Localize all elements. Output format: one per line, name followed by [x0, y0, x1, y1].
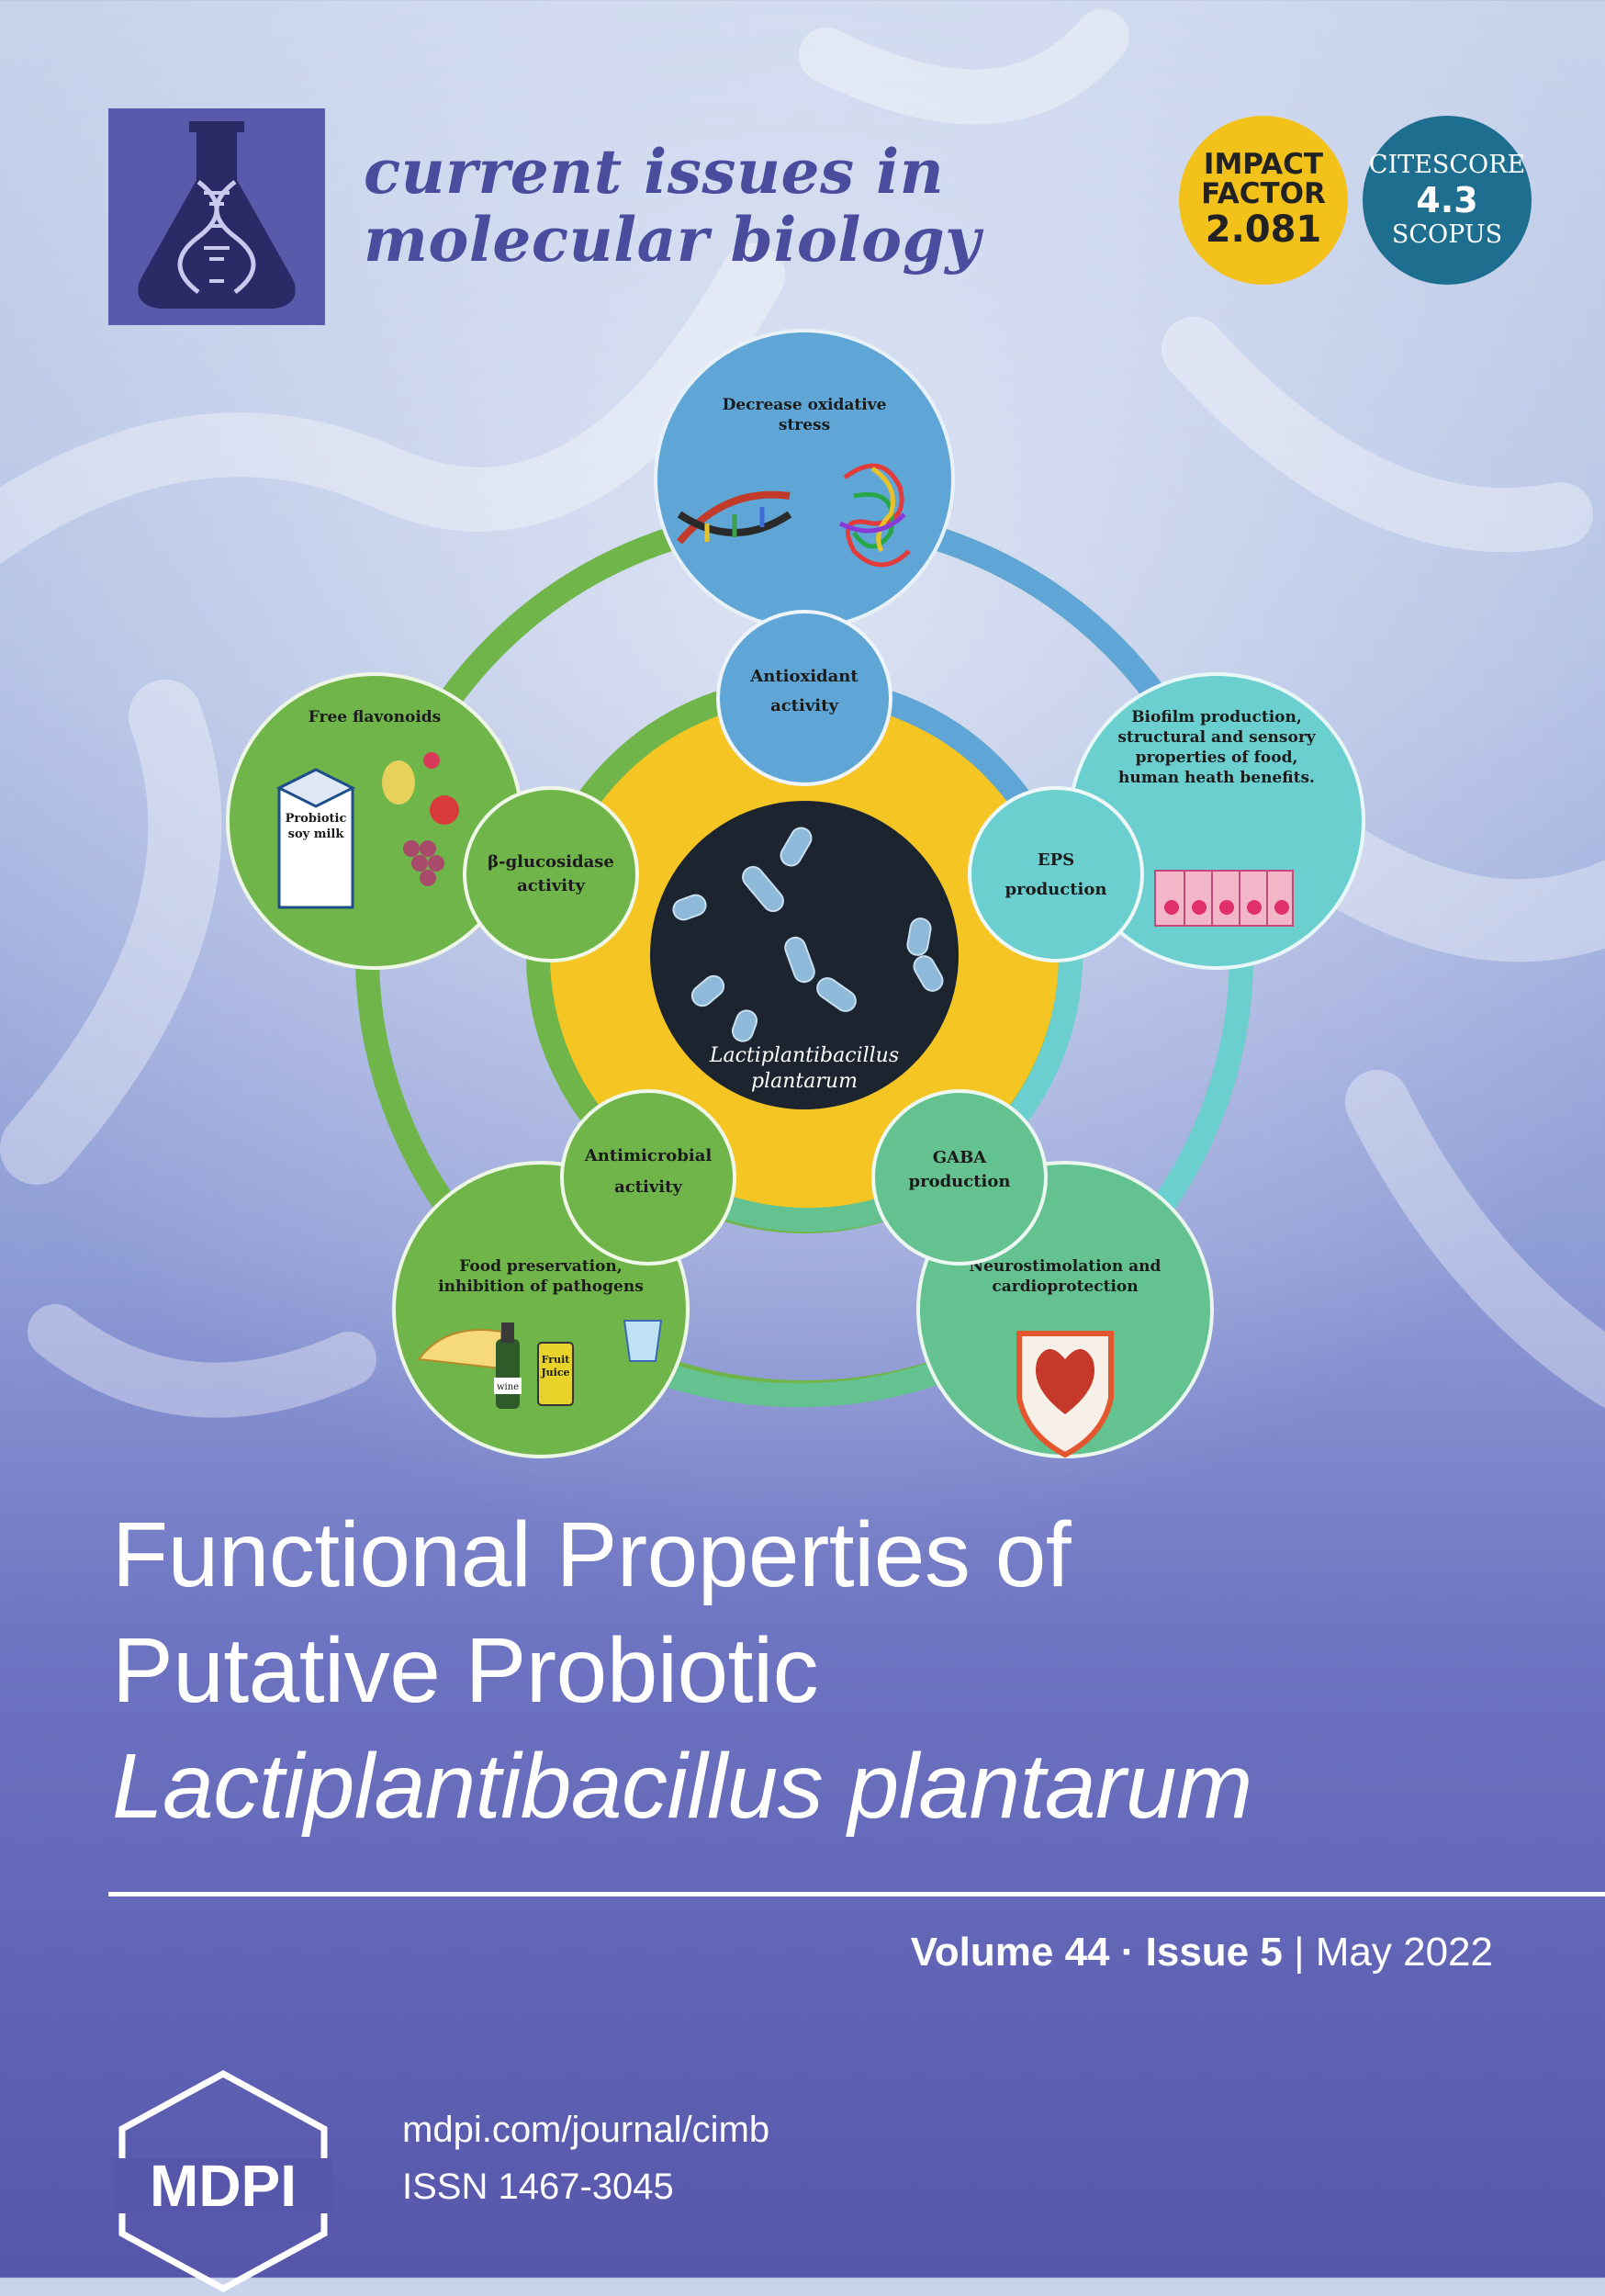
tangled-protein-icon — [838, 463, 911, 568]
wine-label: wine — [497, 1382, 519, 1392]
inner-circle-antioxidant — [716, 610, 892, 786]
center-label-1: Lactiplantibacillus — [709, 1044, 899, 1067]
juice-label-2: Juice — [540, 1367, 569, 1379]
mdpi-logo: MDPI — [114, 2070, 332, 2292]
journal-logo — [108, 108, 325, 325]
inner-circle-gaba — [871, 1089, 1048, 1266]
issn: ISSN 1467-3045 — [402, 2167, 674, 2207]
impact-factor-label-2: FACTOR — [1201, 177, 1326, 210]
juice-label-1: Fruit — [542, 1354, 571, 1366]
citescore-value: 4.3 — [1416, 180, 1478, 220]
soy-milk-carton-icon: Probiotic soy milk — [275, 768, 356, 909]
inner-circle-eps — [968, 786, 1144, 962]
outer-circle-oxidative — [654, 329, 955, 630]
flask-dna-icon — [138, 121, 296, 309]
inner-circle-antimicrobial — [560, 1089, 736, 1266]
inner-text-eps-2: production — [1005, 880, 1107, 899]
scopus-label: SCOPUS — [1391, 220, 1503, 249]
center-label-2: plantarum — [751, 1070, 858, 1093]
cover-diagram: Lactiplantibacillus plantarum Decrease o… — [226, 329, 1365, 1458]
journal-name-line2: molecular biology — [364, 204, 982, 276]
outer-text-flavonoids: Free flavonoids — [309, 708, 441, 726]
issue-pipe: | — [1294, 1930, 1305, 1975]
inner-text-antimicrobial-1: Antimicrobial — [584, 1146, 713, 1165]
outer-text-biofilm-3: properties of food, — [1136, 748, 1298, 767]
inner-text-antioxidant-2: activity — [770, 696, 838, 715]
carton-label-1: Probiotic — [286, 812, 347, 826]
mdpi-logo-text: MDPI — [150, 2153, 297, 2219]
divider-line — [108, 1892, 1605, 1896]
title-line2: Putative Probiotic — [112, 1619, 819, 1722]
inner-text-antimicrobial-2: activity — [614, 1177, 682, 1197]
title-line1: Functional Properties of — [112, 1503, 1072, 1606]
outer-text-neuro-2: cardioprotection — [992, 1277, 1138, 1296]
publisher-info: mdpi.com/journal/cimb ISSN 1467-3045 — [402, 2101, 769, 2215]
issue-label: Issue 5 — [1145, 1930, 1283, 1975]
outer-text-food-2: inhibition of pathogens — [438, 1277, 644, 1296]
journal-url[interactable]: mdpi.com/journal/cimb — [402, 2110, 770, 2150]
inner-text-glucosidase-1: β-glucosidase — [488, 852, 614, 872]
inner-circle-glucosidase — [463, 786, 639, 962]
volume-label: Volume 44 — [910, 1930, 1110, 1975]
inner-text-antioxidant-1: Antioxidant — [749, 667, 859, 686]
journal-name: current issues in molecular biology — [364, 138, 981, 274]
outer-text-biofilm-2: structural and sensory — [1117, 728, 1316, 747]
outer-text-biofilm-1: Biofilm production, — [1131, 708, 1302, 726]
heart-shield-icon — [1016, 1331, 1114, 1458]
inner-text-gaba-1: GABA — [933, 1148, 988, 1167]
inner-text-gaba-2: production — [909, 1172, 1011, 1191]
citescore-badge: CITESCORE 4.3 SCOPUS — [1363, 116, 1532, 285]
citescore-label: CITESCORE — [1368, 151, 1526, 179]
article-title: Functional Properties of Putative Probio… — [112, 1497, 1252, 1844]
dna-helix-icon — [676, 490, 792, 545]
fruits-icon — [382, 752, 459, 886]
outer-text-food-1: Food preservation, — [459, 1257, 622, 1276]
inner-text-eps-1: EPS — [1038, 850, 1074, 870]
title-line3: Lactiplantibacillus plantarum — [112, 1735, 1252, 1838]
impact-factor-badge: IMPACT FACTOR 2.081 — [1179, 116, 1348, 285]
outer-text-biofilm-4: human heath benefits. — [1118, 769, 1315, 787]
carton-label-2: soy milk — [288, 827, 345, 841]
outer-text-oxidative-2: stress — [779, 416, 830, 434]
impact-factor-value: 2.081 — [1205, 208, 1322, 251]
outer-text-oxidative-1: Decrease oxidative — [723, 396, 887, 414]
impact-factor-label-1: IMPACT — [1203, 148, 1324, 181]
issue-separator: · — [1120, 1930, 1135, 1975]
intestinal-cells-icon — [1154, 870, 1294, 927]
issue-info: Volume 44 · Issue 5 | May 2022 — [911, 1927, 1493, 1978]
outer-text-neuro-1: Neurostimolation and — [970, 1257, 1162, 1276]
issue-date: May 2022 — [1315, 1930, 1493, 1975]
bacteria-cells — [672, 827, 944, 1042]
inner-text-glucosidase-2: activity — [517, 876, 585, 895]
food-products-icon: wine Fruit Juice — [417, 1320, 663, 1409]
journal-name-line1: current issues in — [364, 136, 945, 208]
